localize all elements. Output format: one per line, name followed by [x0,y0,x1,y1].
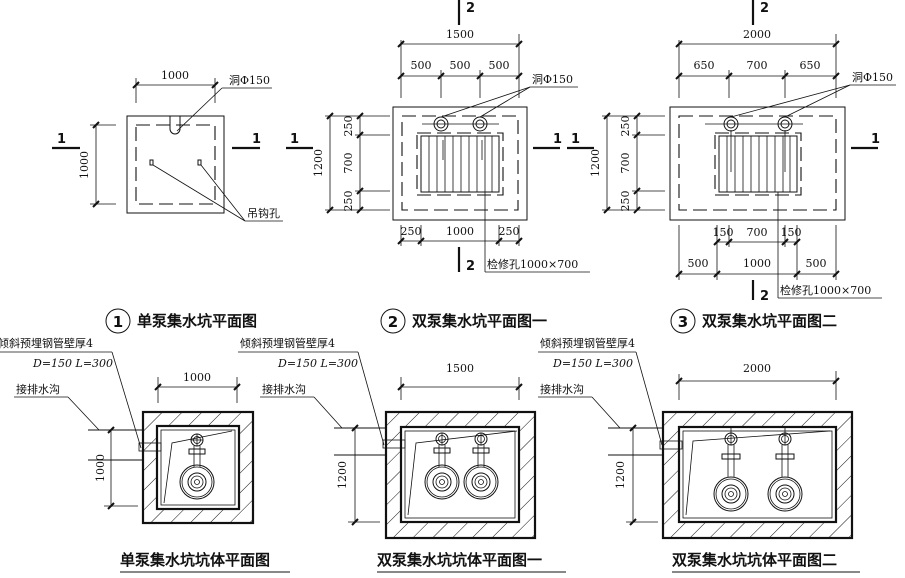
plan2-dim-top-seg: 500 [411,59,432,72]
plan2-outline [392,106,528,221]
plan2-title-circle [380,308,406,334]
plan2-dim-side-seg: 250 [342,191,355,212]
body1-dim-width: 1000 [183,371,211,384]
plan3-dim-total-width: 2000 [743,28,771,41]
body1-dim-height: 1000 [94,454,107,482]
body3-pipe [659,440,683,450]
body2-concrete-wall [386,412,535,538]
plan1-dim-width: 1000 [161,69,189,82]
plan1-hole-notch [169,116,181,135]
body3-concrete-wall [663,412,852,538]
body3-pipe-label-line2: D=150 L=300 [552,357,633,370]
plan3-section-mark-top: 2 [760,1,769,16]
plan2-access-grate [420,135,500,193]
plan3-title: 双泵集水坑平面图二 [702,312,837,330]
body3-pipe-label-line1: 倾斜预埋钢管壁厚4 [540,336,635,350]
plan3-access-label: 检修孔1000×700 [780,283,871,297]
plan2-section-mark-bottom: 2 [466,259,475,274]
body2-pump-left [424,432,460,500]
body2-pipe-label-line1: 倾斜预埋钢管壁厚4 [240,336,335,350]
plan3-title-num: 3 [678,313,688,331]
plan2-title: 双泵集水坑平面图一 [412,312,547,330]
plan3-section-mark-left: 1 [571,132,580,147]
body1-title: 单泵集水坑坑体平面图 [120,551,270,569]
plan3-dim-bottom-seg: 500 [806,257,827,270]
plan3-dim-height: 1200 [589,149,602,177]
plan1-hook-hole-left [149,159,154,166]
body-3-double-pump-2: 倾斜预埋钢管壁厚4 D=150 L=300 接排水沟 2000 [538,336,860,573]
plan3-dim-bottom-seg: 500 [688,257,709,270]
plan2-dim-top-seg: 500 [450,59,471,72]
plan2-dim-side-seg: 700 [342,153,355,174]
plan1-title: 单泵集水坑平面图 [137,312,257,330]
body1-drain-label: 接排水沟 [16,382,60,396]
plan2-dim-bottom-seg: 250 [401,225,422,238]
plan3-dim-side-seg: 250 [619,116,632,137]
body1-concrete-wall [143,412,253,523]
plan-1-single-pump: 1000 洞Φ150 吊钩孔 1000 1 1 1 单泵集水坑平面图 [52,69,283,334]
body-2-double-pump-1: 倾斜预埋钢管壁厚4 D=150 L=300 接排水沟 1500 [238,336,566,573]
plan3-dim-top-seg: 700 [747,59,768,72]
plan2-dim-height: 1200 [312,149,325,177]
body3-title: 双泵集水坑坑体平面图二 [672,551,837,569]
body1-pump [179,433,215,500]
plan3-dim-bottom-inner-seg: 700 [747,226,768,239]
plan1-hole-label: 洞Φ150 [229,74,270,87]
plan-2-double-pump-1: 2 1500 500 500 500 [286,0,590,334]
plan2-section-mark-top: 2 [466,1,475,16]
plan2-dim-side-seg: 250 [342,116,355,137]
plan1-section-mark-left: 1 [57,132,66,147]
plan1-section-mark-right: 1 [252,132,261,147]
body1-pipe [138,442,162,452]
plan3-outline [669,106,846,221]
plan1-hook-hole-right [197,159,202,166]
body1-pipe-label-line1: 倾斜预埋钢管壁厚4 [0,336,93,350]
plan3-dim-bottom-inner-seg: 150 [781,226,802,239]
plan1-title-num: 1 [113,313,123,331]
body3-pump-right [767,427,803,512]
body2-pump-right [463,432,499,500]
body3-drain-label: 接排水沟 [540,382,584,396]
body2-pipe [382,439,406,449]
plan3-dim-bottom-seg: 1000 [743,257,771,270]
plan2-dim-bottom-seg: 1000 [446,225,474,238]
plan2-dim-top-seg: 500 [489,59,510,72]
plan2-access-label: 检修孔1000×700 [487,257,578,271]
plan2-section-mark-left: 1 [290,132,299,147]
plan3-dim-side-seg: 250 [619,191,632,212]
plan2-dim-bottom-seg: 250 [499,225,520,238]
plan3-dim-bottom-inner-seg: 150 [713,226,734,239]
plan1-hook-label: 吊钩孔 [247,206,280,220]
plan2-dim-total-width: 1500 [446,28,474,41]
plan3-dim-top-seg: 650 [800,59,821,72]
plan3-access-hatch-outline [714,132,802,196]
body2-pipe-label-line2: D=150 L=300 [277,357,358,370]
body1-pipe-label-line2: D=150 L=300 [32,357,113,370]
plan3-access-grate [718,135,798,193]
body3-dim-width: 2000 [743,362,771,375]
body3-pump-left [713,427,749,512]
plan3-hole-label: 洞Φ150 [852,71,893,84]
body2-dim-width: 1500 [446,362,474,375]
plan2-section-mark-right: 1 [553,132,562,147]
plan3-dim-side-seg: 700 [619,153,632,174]
plan1-dim-height: 1000 [78,151,91,179]
plan3-section-mark-right: 1 [871,132,880,147]
plan1-outline [126,115,225,214]
body2-drain-label: 接排水沟 [262,382,306,396]
plan2-title-num: 2 [388,313,398,331]
plan3-title-circle [670,308,696,334]
body2-dim-height: 1200 [336,461,349,489]
body2-title: 双泵集水坑坑体平面图一 [377,551,542,569]
plan3-section-mark-bottom: 2 [760,289,769,304]
body3-dim-height: 1200 [614,461,627,489]
plan3-dim-top-seg: 650 [694,59,715,72]
plan2-access-hatch-outline [416,132,504,196]
plan1-title-circle [105,308,131,334]
plan2-hole-label: 洞Φ150 [532,73,573,86]
plan-3-double-pump-2: 2 2000 650 700 650 [567,0,896,334]
body-1-single-pump: 倾斜预埋钢管壁厚4 D=150 L=300 接排水沟 1000 [0,336,290,573]
